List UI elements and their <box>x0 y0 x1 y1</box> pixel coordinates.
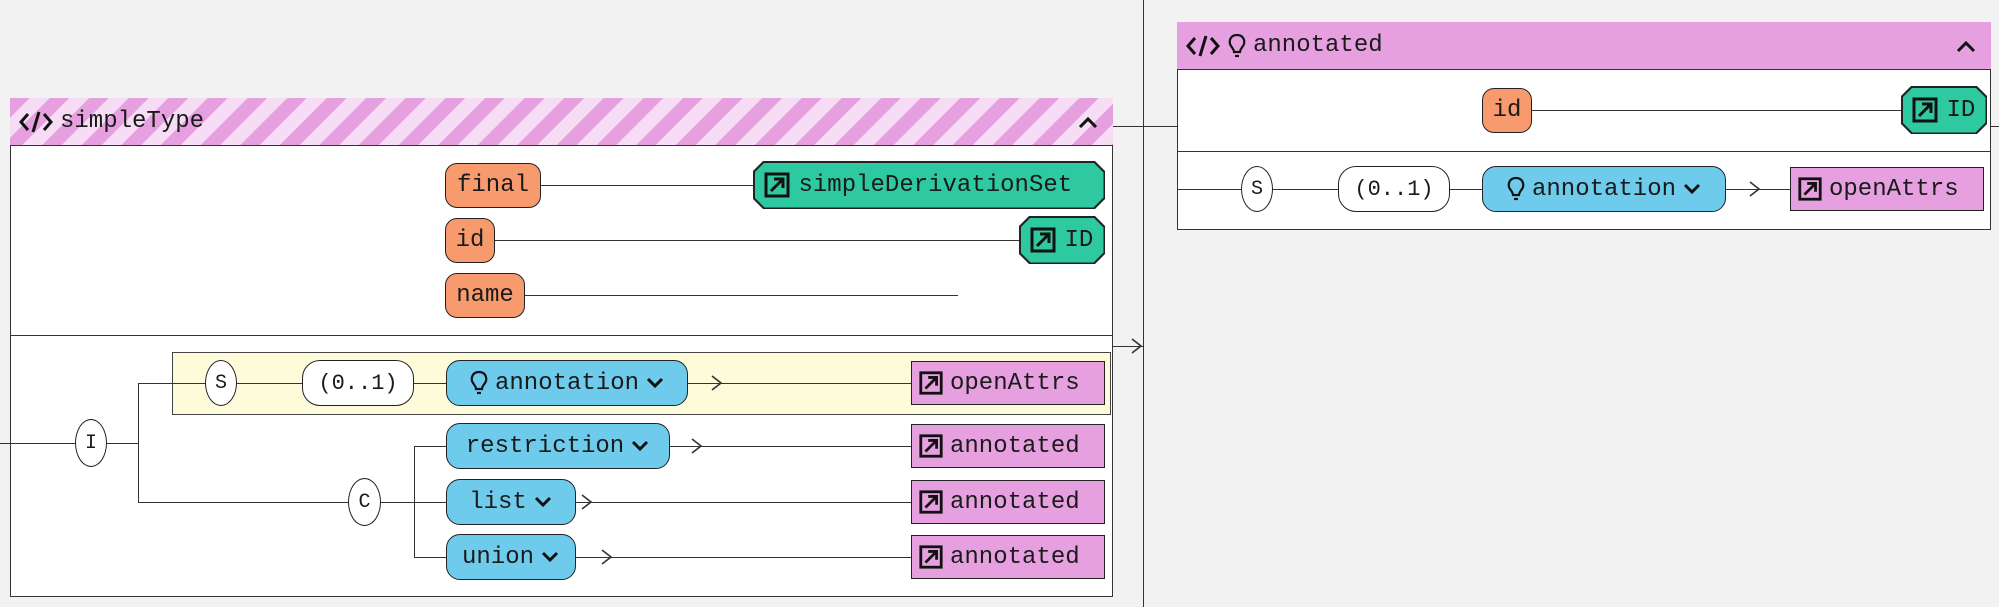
connector-line <box>236 383 304 384</box>
type-ref-icon <box>763 171 791 199</box>
connector-line <box>412 383 448 384</box>
occurrence-badge: (0..1) <box>1338 166 1450 212</box>
element-restriction[interactable]: restriction <box>446 423 670 469</box>
type-annotated[interactable]: annotated <box>911 535 1105 579</box>
element-annotation[interactable]: annotation <box>1482 166 1726 212</box>
code-icon <box>18 109 54 135</box>
interleave-compositor[interactable]: I <box>75 419 107 467</box>
type-ref-icon <box>1798 177 1822 201</box>
chevron-up-icon[interactable] <box>1077 114 1099 130</box>
attribute-id[interactable]: id <box>445 218 495 263</box>
simpletype-header[interactable]: simpleType <box>10 98 1113 146</box>
connector-line <box>414 446 415 557</box>
sequence-compositor[interactable]: S <box>1241 166 1273 212</box>
type-ref-icon <box>919 545 943 569</box>
arrow-icon <box>691 438 703 454</box>
type-ref-icon <box>1029 226 1057 254</box>
connector-line <box>1178 189 1242 190</box>
annotated-header[interactable]: annotated <box>1177 22 1991 70</box>
connector-line <box>576 502 912 503</box>
divider-line <box>1143 0 1144 607</box>
type-ref-icon <box>919 434 943 458</box>
connector-line <box>524 295 958 296</box>
connector-line <box>1448 189 1484 190</box>
chevron-down-icon[interactable] <box>533 495 553 509</box>
type-ref-icon <box>919 490 943 514</box>
arrow-icon <box>1749 181 1761 197</box>
connector-line <box>414 557 448 558</box>
connector-line <box>1112 126 1178 127</box>
type-simplederivationset[interactable]: simpleDerivationSet <box>753 161 1105 209</box>
lightbulb-icon <box>1507 176 1525 201</box>
type-id[interactable]: ID <box>1901 86 1987 134</box>
type-openattrs[interactable]: openAttrs <box>911 361 1105 405</box>
lightbulb-icon <box>1227 33 1247 59</box>
connector-line <box>1530 110 1904 111</box>
annotated-title: annotated <box>1253 32 1383 59</box>
connector-line <box>106 443 138 444</box>
section-divider <box>10 335 1113 336</box>
connector-line <box>138 383 206 384</box>
connector-line <box>540 185 758 186</box>
chevron-up-icon[interactable] <box>1955 38 1977 54</box>
connector-line <box>686 383 912 384</box>
element-union[interactable]: union <box>446 534 576 580</box>
connector-line <box>138 502 350 503</box>
connector-line <box>494 240 1022 241</box>
connector-line <box>1272 189 1340 190</box>
chevron-down-icon[interactable] <box>1682 182 1702 196</box>
arrow-icon <box>601 549 613 565</box>
type-annotated[interactable]: annotated <box>911 480 1105 524</box>
arrow-icon <box>1131 338 1143 354</box>
attribute-id[interactable]: id <box>1482 88 1532 133</box>
connector-line <box>1112 346 1144 347</box>
type-annotated[interactable]: annotated <box>911 424 1105 468</box>
connector-line <box>576 557 912 558</box>
sequence-compositor[interactable]: S <box>205 360 237 406</box>
arrow-icon <box>711 375 723 391</box>
simpletype-title: simpleType <box>60 108 205 135</box>
occurrence-badge: (0..1) <box>302 360 414 406</box>
lightbulb-icon <box>470 370 488 395</box>
element-annotation[interactable]: annotation <box>446 360 688 406</box>
choice-compositor[interactable]: C <box>348 478 381 526</box>
code-icon <box>1185 33 1221 59</box>
connector-line <box>670 446 912 447</box>
chevron-down-icon[interactable] <box>630 439 650 453</box>
section-divider <box>1177 151 1991 152</box>
element-list[interactable]: list <box>446 479 576 525</box>
connector-line <box>414 446 448 447</box>
type-ref-icon <box>919 371 943 395</box>
attribute-name[interactable]: name <box>445 273 525 318</box>
connector-line <box>1990 126 1999 127</box>
connector-line <box>138 383 139 502</box>
connector-line <box>414 502 448 503</box>
type-ref-icon <box>1911 96 1939 124</box>
connector-line <box>10 443 75 444</box>
attribute-final[interactable]: final <box>445 163 541 208</box>
type-openattrs[interactable]: openAttrs <box>1790 167 1984 211</box>
chevron-down-icon[interactable] <box>540 550 560 564</box>
chevron-down-icon[interactable] <box>645 376 665 390</box>
type-id[interactable]: ID <box>1019 216 1105 264</box>
connector-line <box>0 443 12 444</box>
connector-line <box>380 502 414 503</box>
arrow-icon <box>581 494 593 510</box>
